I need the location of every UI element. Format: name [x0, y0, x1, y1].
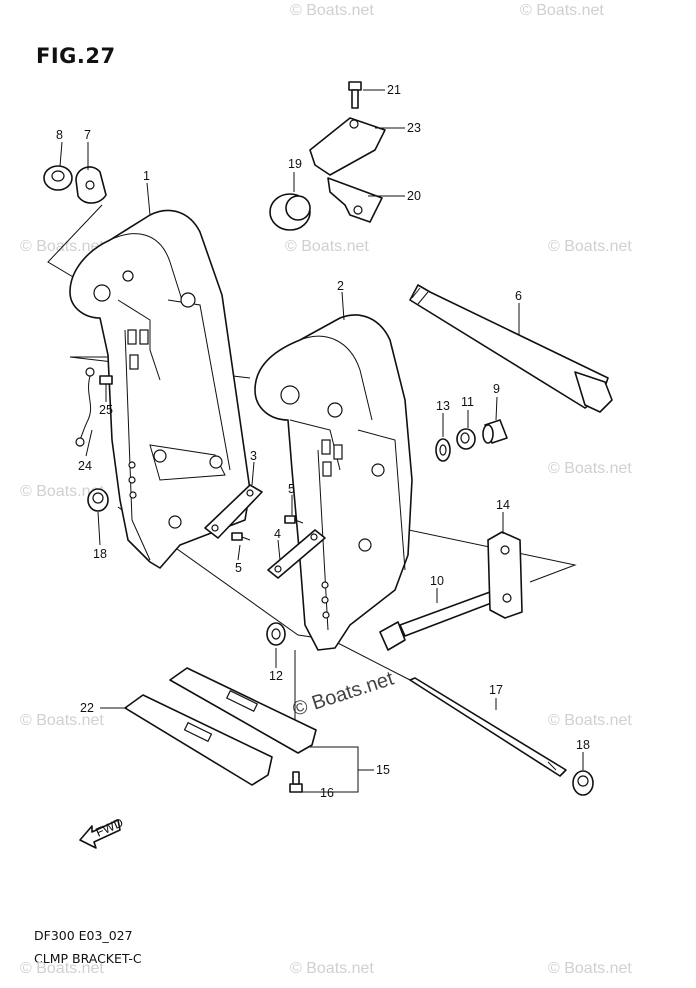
- watermark: © Boats.net: [20, 238, 104, 255]
- pad-15: [169, 667, 317, 754]
- callout-19: 19: [288, 157, 302, 171]
- watermark: © Boats.net: [285, 238, 369, 255]
- watermark: © Boats.net: [548, 238, 632, 255]
- watermark: © Boats.net: [548, 460, 632, 477]
- part-callouts: 1 2 3 4 5 5 6 7 8 9 10 11 12 13 14 15 16…: [56, 83, 590, 800]
- washer-12: [266, 622, 286, 646]
- callout-7: 7: [84, 128, 91, 142]
- leader-lines: [59, 89, 584, 793]
- figure-code: DF300 E03_027: [34, 928, 133, 943]
- nut-18a: [87, 488, 109, 512]
- callout-4: 4: [274, 527, 281, 541]
- clamp-bracket-1: [69, 209, 251, 569]
- callout-23: 23: [407, 121, 421, 135]
- fwd-label: FWD: [94, 815, 126, 839]
- callout-18a: 18: [93, 547, 107, 561]
- pad-22: [124, 694, 273, 786]
- nut-18b: [572, 770, 594, 796]
- bolt-5b: [284, 515, 304, 524]
- plate-4: [267, 529, 326, 579]
- callout-14: 14: [496, 498, 510, 512]
- ground-wire-24: [75, 367, 95, 447]
- callout-10: 10: [430, 574, 444, 588]
- callout-12: 12: [269, 669, 283, 683]
- callout-6: 6: [515, 289, 522, 303]
- callout-1: 1: [143, 169, 150, 183]
- callout-24: 24: [78, 459, 92, 473]
- plate-3: [204, 484, 263, 539]
- callout-5b: 5: [235, 561, 242, 575]
- bracket-20: [327, 177, 383, 223]
- watermark: © Boats.net: [548, 712, 632, 729]
- bolt-21: [348, 81, 362, 109]
- watermark: © Boats.net: [548, 960, 632, 977]
- callout-9: 9: [493, 382, 500, 396]
- watermark: © Boats.net: [290, 960, 374, 977]
- callout-8: 8: [56, 128, 63, 142]
- watermark: © Boats.net: [20, 960, 104, 977]
- bushing-9: [482, 419, 508, 444]
- callout-18b: 18: [576, 738, 590, 752]
- washer-13: [435, 438, 451, 462]
- callout-22: 22: [80, 701, 94, 715]
- grommet-19: [269, 193, 311, 231]
- plate-14: [487, 531, 523, 619]
- bolt-16: [289, 771, 303, 793]
- figure-name: CLMP BRACKET-C: [34, 951, 142, 966]
- callout-16: 16: [320, 786, 334, 800]
- shaft-17: [409, 677, 567, 777]
- nut-11: [456, 428, 476, 450]
- callout-3: 3: [250, 449, 257, 463]
- watermark: © Boats.net: [520, 2, 604, 19]
- washer-7: [75, 166, 107, 204]
- watermark: © Boats.net: [20, 483, 104, 500]
- figure-title: FIG.27: [36, 44, 116, 68]
- clamp-bracket-2: [254, 314, 413, 651]
- callout-13: 13: [436, 399, 450, 413]
- nut-8: [43, 165, 73, 191]
- callout-20: 20: [407, 189, 421, 203]
- callout-21: 21: [387, 83, 401, 97]
- fwd-arrow-icon: FWD: [79, 815, 126, 849]
- callout-25: 25: [99, 403, 113, 417]
- callout-15: 15: [376, 763, 390, 777]
- callout-5a: 5: [288, 482, 295, 496]
- callout-11: 11: [461, 395, 474, 409]
- callout-2: 2: [337, 279, 344, 293]
- watermark: © Boats.net: [290, 2, 374, 19]
- bolt-5a: [231, 532, 251, 541]
- tilt-tube-6: [409, 284, 613, 413]
- watermark: © Boats.net: [20, 712, 104, 729]
- callout-17: 17: [489, 683, 503, 697]
- cover-23: [309, 117, 386, 176]
